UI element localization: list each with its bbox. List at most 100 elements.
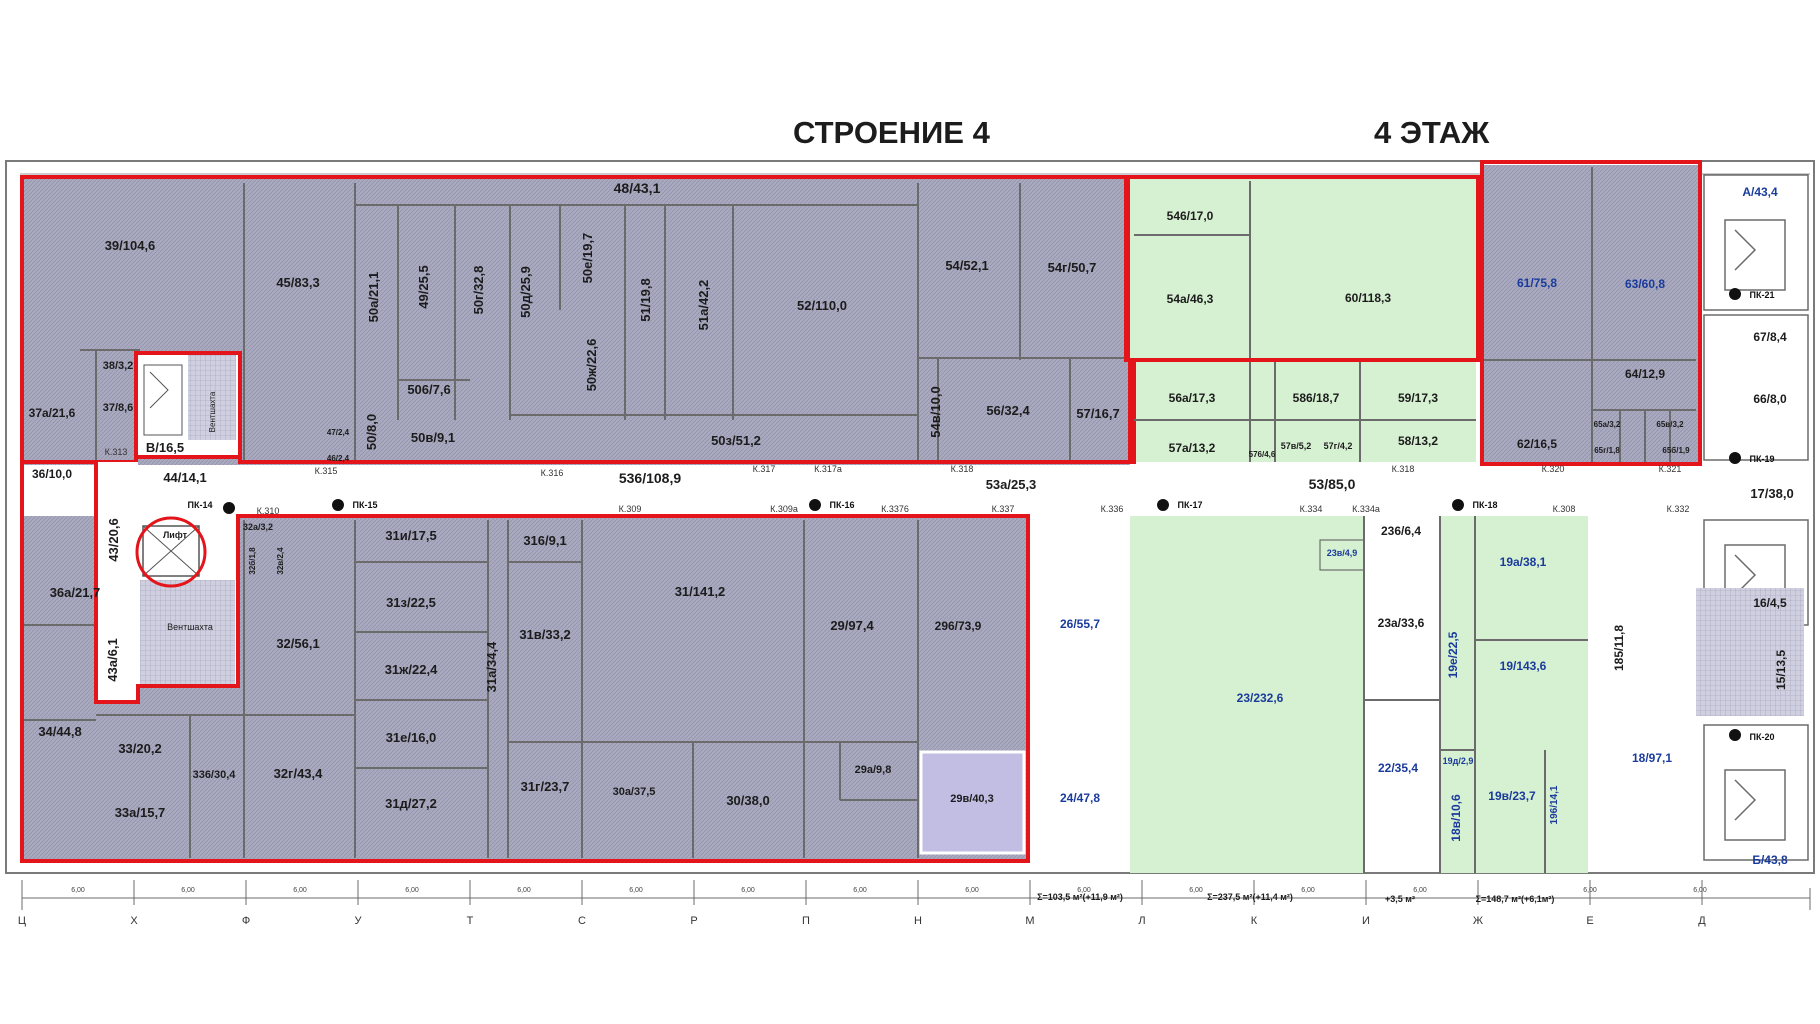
corridor-label: К.315 xyxy=(315,466,338,476)
room-label: 29/97,4 xyxy=(830,618,874,633)
room-label: 51а/42,2 xyxy=(696,280,711,331)
hydrant-label: ПК-14 xyxy=(188,500,213,510)
room-label: 506/7,6 xyxy=(407,382,450,397)
axis-label: П xyxy=(802,915,810,927)
room-label: 43а/6,1 xyxy=(105,638,120,681)
dimension-value: 6,00 xyxy=(965,887,979,894)
room-label: Лифт xyxy=(163,530,188,540)
room-label: 185/11,8 xyxy=(1612,625,1626,671)
room-label: Вентшахта xyxy=(208,391,217,432)
axis-label: М xyxy=(1025,915,1034,927)
room-label: 23в/4,9 xyxy=(1327,548,1358,558)
area-sum: Σ=148,7 м²(+6,1м²) xyxy=(1476,894,1555,904)
room-label: 38/3,2 xyxy=(103,360,134,372)
room-label: 57в/5,2 xyxy=(1281,441,1312,451)
room-label: 19д/2,9 xyxy=(1443,756,1474,766)
left-corridor-white xyxy=(96,462,138,702)
hydrant-label: ПК-16 xyxy=(830,500,855,510)
corridor-label: К.321 xyxy=(1659,464,1682,474)
room-label: В/16,5 xyxy=(146,440,184,455)
corridor-label: К.3376 xyxy=(881,504,909,514)
room-label: 39/104,6 xyxy=(105,238,156,253)
room-label: 56/32,4 xyxy=(986,403,1030,418)
dimension-value: 6,00 xyxy=(853,887,867,894)
corridor-label: К.317а xyxy=(814,464,842,474)
hydrant-label: ПК-20 xyxy=(1750,732,1775,742)
floor-title: 4 ЭТАЖ xyxy=(1374,115,1490,150)
far-right-area xyxy=(1703,174,1809,861)
hydrant-icon xyxy=(1729,729,1741,741)
room-label: 65г/1,8 xyxy=(1594,446,1620,455)
axis-label: У xyxy=(355,915,363,927)
hydrant-icon xyxy=(332,499,344,511)
room-label: 31/141,2 xyxy=(675,584,726,599)
room-label: 54/52,1 xyxy=(945,258,988,273)
room-label: А/43,4 xyxy=(1742,185,1778,199)
area-sum: +3,5 м² xyxy=(1385,894,1415,904)
axis-label: Т xyxy=(467,915,474,927)
room-label: 43/20,6 xyxy=(106,518,121,561)
building-title: СТРОЕНИЕ 4 xyxy=(793,115,990,150)
corridor-label: К.310 xyxy=(257,506,280,516)
axis-label: Ж xyxy=(1473,915,1483,927)
room-label: 46/2,4 xyxy=(327,454,350,463)
dimension-value: 6,00 xyxy=(1583,887,1597,894)
room-label: 36/10,0 xyxy=(32,467,72,481)
hydrant-label: ПК-18 xyxy=(1473,500,1498,510)
room-label: 50/8,0 xyxy=(364,414,379,450)
room-label: 33а/15,7 xyxy=(115,805,166,820)
axis-label: Ф xyxy=(242,915,250,927)
dimension-value: 6,00 xyxy=(1301,887,1315,894)
room-label: 36а/21,7 xyxy=(50,585,101,600)
stairs-top-left xyxy=(143,364,183,436)
green-top-red-outline xyxy=(1124,175,1480,464)
corridor-label: К.317 xyxy=(753,464,776,474)
room-label: 66/8,0 xyxy=(1753,392,1787,406)
dimension-value: 6,00 xyxy=(71,887,85,894)
room-label: 53/85,0 xyxy=(1309,476,1356,492)
green-block-top-low xyxy=(1134,362,1476,462)
axis-label: Ц xyxy=(18,915,26,927)
room-label: 18/97,1 xyxy=(1632,751,1672,765)
room-label: 296/73,9 xyxy=(935,619,982,633)
corridor-label: К.332 xyxy=(1667,504,1690,514)
room-label: 236/6,4 xyxy=(1381,524,1421,538)
room-label: 34/44,8 xyxy=(38,724,81,739)
room-label: 31г/23,7 xyxy=(521,779,570,794)
room-label: 32в/2,4 xyxy=(276,547,285,575)
room-label: 26/55,7 xyxy=(1060,617,1100,631)
axis-label: Н xyxy=(914,915,922,927)
corridor-label: К.337 xyxy=(992,504,1015,514)
room-label: 576/4,6 xyxy=(1249,450,1276,459)
corridor-label: К.309а xyxy=(770,504,798,514)
room-label: 29в/40,3 xyxy=(950,793,993,805)
room-label: 57/16,7 xyxy=(1076,406,1119,421)
room-29v-fill xyxy=(919,750,1026,855)
room-label: 32б/1,8 xyxy=(248,547,257,575)
corridor-label: К.334а xyxy=(1352,504,1380,514)
room-label: 54а/46,3 xyxy=(1167,292,1214,306)
axis-label: Х xyxy=(130,915,138,927)
room-label: 49/25,5 xyxy=(416,265,431,308)
lift-red-circle xyxy=(135,516,207,588)
room-label: 19е/22,5 xyxy=(1446,631,1460,678)
bottom-left-walls xyxy=(24,520,919,858)
corridor-label: К.313 xyxy=(105,447,128,457)
axis-label: Л xyxy=(1138,915,1145,927)
room-label: 31ж/22,4 xyxy=(385,662,438,677)
room-label: 586/18,7 xyxy=(1293,391,1340,405)
right-block xyxy=(1480,160,1702,466)
room-label: 17/38,0 xyxy=(1750,486,1793,501)
room-label: 31е/16,0 xyxy=(386,730,437,745)
room-label: 67/8,4 xyxy=(1753,330,1787,344)
room-label: 50а/21,1 xyxy=(366,272,381,323)
corridor-label: К.320 xyxy=(1542,464,1565,474)
room-label: Б/43,8 xyxy=(1752,853,1788,867)
top-left-block xyxy=(20,175,1132,465)
hydrant-label: ПК-17 xyxy=(1178,500,1203,510)
axis-label: С xyxy=(578,915,586,927)
dimension-value: 6,00 xyxy=(741,887,755,894)
hydrant-label: ПК-15 xyxy=(353,500,378,510)
